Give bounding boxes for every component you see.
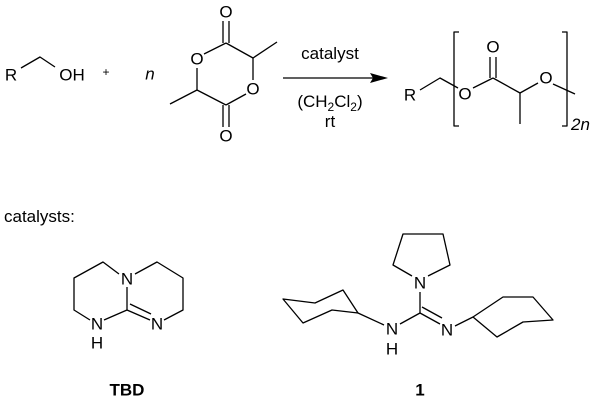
lactide-carbonyl-o-bottom: O [219,127,232,146]
catalysts-label: catalysts: [4,207,75,226]
lactide-carbonyl-o-top: O [219,3,232,22]
lactide-ring-o-left: O [190,50,203,69]
repeat-bracket-right [562,31,568,127]
tbd-structure: N N H N TBD [73,261,184,400]
product-ester-o: O [458,85,471,104]
compound-1-structure: N N H N 1 [282,233,554,400]
compound-1-label: 1 [415,381,424,400]
lactide-structure: O O O O [169,3,278,146]
repeat-count: 2n [570,115,590,134]
tbd-n-imine: N [151,315,163,334]
compound1-nh: N [386,320,398,339]
tbd-n-bridge: N [121,270,133,289]
hydroxyl-label: OH [59,66,85,85]
polylactide-product: R O O O 2n [404,31,590,134]
lactide-ring-o-right: O [246,80,259,99]
tbd-label: TBD [110,381,145,400]
plus-sign: + [102,65,109,79]
solvent-condition: (CH2Cl2) [297,92,362,114]
r-group-label: R [5,66,17,85]
product-r-group: R [404,86,416,105]
repeat-bracket-left [453,31,459,127]
coefficient-n: n [145,65,154,84]
catalyst-condition: catalyst [301,44,359,63]
product-chain-o: O [539,69,552,88]
compound1-h: H [386,340,398,359]
compound1-n-imine: N [441,321,453,340]
alcohol-reactant: R OH [5,56,85,85]
tbd-h: H [91,334,103,353]
pyrrolidine-n: N [414,274,426,293]
temperature-condition: rt [325,112,336,131]
product-carbonyl-o: O [486,38,499,57]
reaction-arrow [283,73,388,83]
tbd-nh: N [91,315,103,334]
